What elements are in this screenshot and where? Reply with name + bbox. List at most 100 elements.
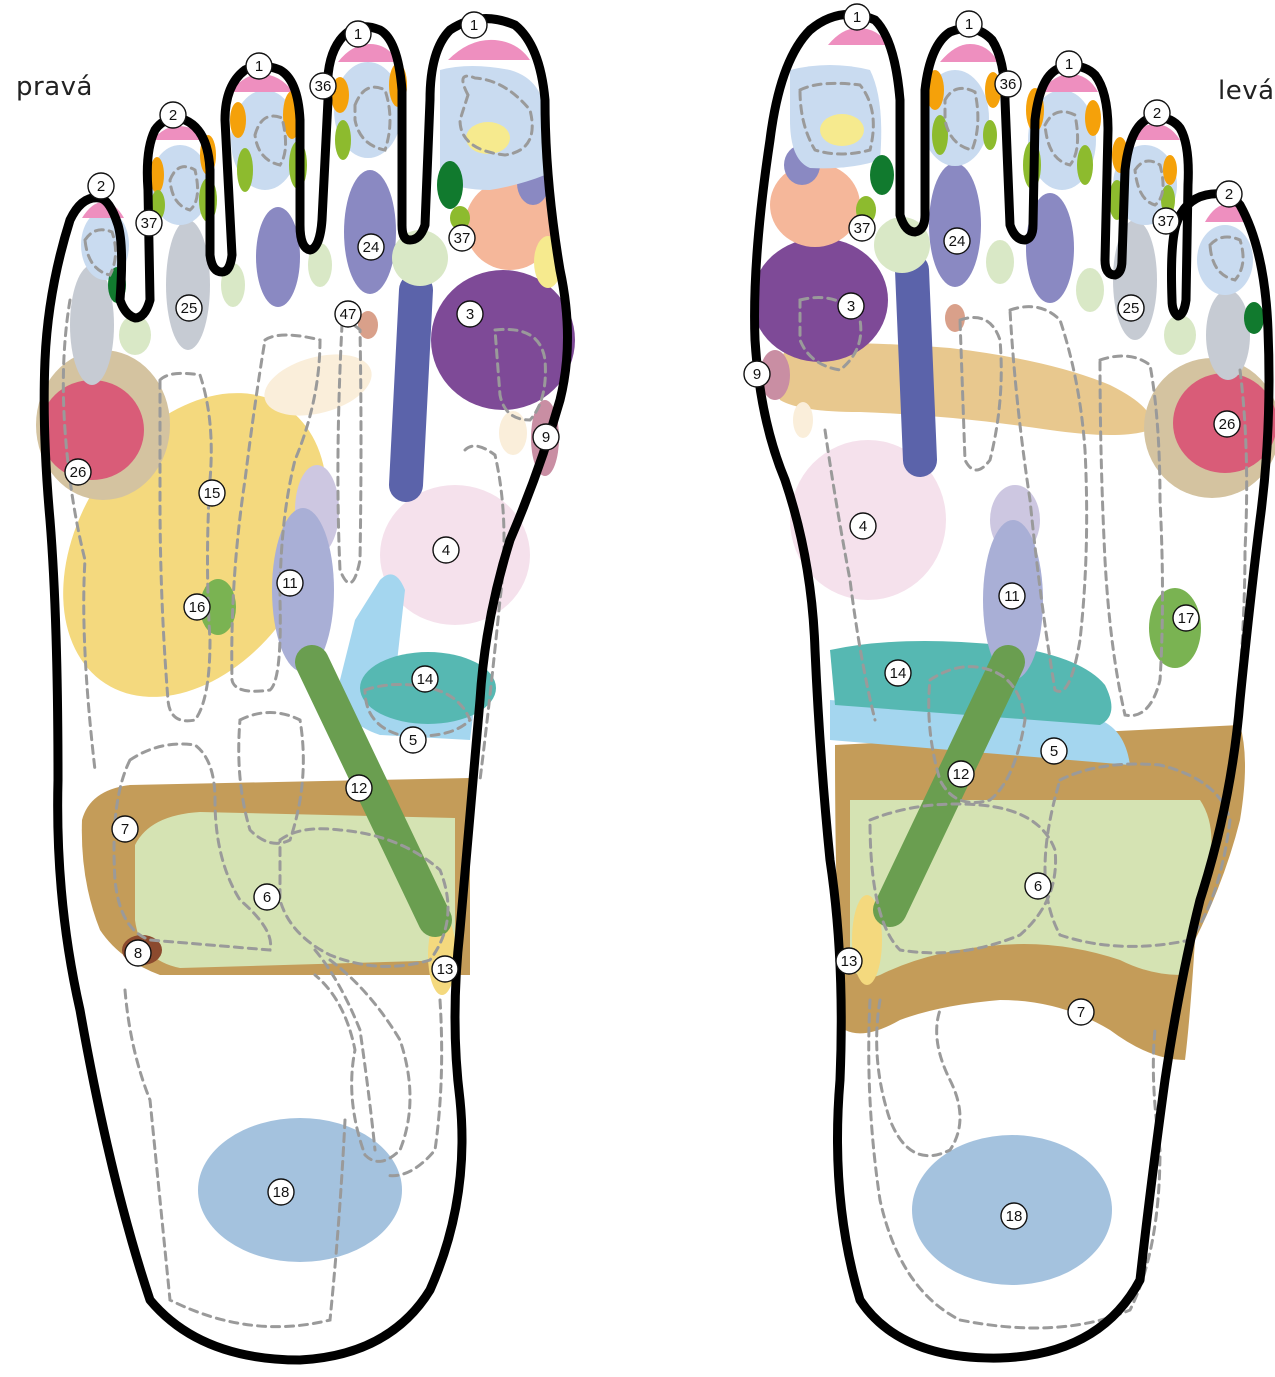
svg-text:17: 17 bbox=[1178, 610, 1195, 627]
svg-text:18: 18 bbox=[1006, 1208, 1023, 1225]
zone-4-marker: 4 bbox=[850, 513, 876, 539]
right-foot: 1 1 1 2 2 36 37 37 24 25 47 3 9 26 15 16… bbox=[9, 12, 575, 1360]
slate-toe3-base bbox=[256, 207, 300, 307]
svg-text:2: 2 bbox=[169, 107, 177, 124]
zone-13-marker: 13 bbox=[432, 956, 458, 982]
zone-25-marker: 25 bbox=[1118, 295, 1144, 321]
lime-toe3-l bbox=[237, 148, 253, 192]
svg-text:12: 12 bbox=[953, 766, 970, 783]
svg-text:6: 6 bbox=[1034, 878, 1042, 895]
zone-2-toe4-marker: 2 bbox=[1144, 100, 1170, 126]
zone-37-big-toe-marker: 37 bbox=[849, 215, 875, 241]
svg-text:9: 9 bbox=[542, 429, 550, 446]
zone-36-marker: 36 bbox=[995, 71, 1021, 97]
svg-text:14: 14 bbox=[890, 665, 907, 682]
zone-25-marker: 25 bbox=[176, 295, 202, 321]
svg-text:18: 18 bbox=[273, 1184, 290, 1201]
zone-9-marker: 9 bbox=[744, 361, 770, 387]
zone-18-marker: 18 bbox=[268, 1179, 294, 1205]
pale-green-3 bbox=[1076, 268, 1104, 312]
zone-4-marker: 4 bbox=[433, 537, 459, 563]
dark-green-toe5 bbox=[1244, 302, 1264, 334]
svg-text:11: 11 bbox=[1004, 588, 1020, 605]
svg-text:5: 5 bbox=[1050, 743, 1058, 760]
zone-2-toe5-marker: 2 bbox=[1216, 181, 1242, 207]
gray-toe5-base bbox=[70, 265, 114, 385]
zone-7-marker: 7 bbox=[112, 816, 138, 842]
cream-spot bbox=[793, 402, 813, 438]
svg-text:7: 7 bbox=[1077, 1004, 1085, 1021]
orange-toe3-l bbox=[230, 102, 246, 138]
svg-text:9: 9 bbox=[753, 366, 761, 383]
svg-text:13: 13 bbox=[437, 961, 454, 978]
zone-15-marker: 15 bbox=[199, 480, 225, 506]
zone-12-marker: 12 bbox=[948, 761, 974, 787]
zone-3-marker: 3 bbox=[457, 301, 483, 327]
svg-text:13: 13 bbox=[841, 953, 858, 970]
zone-25-area bbox=[166, 220, 210, 350]
zone-5-marker: 5 bbox=[400, 727, 426, 753]
zone-1-toe3-marker: 1 bbox=[1056, 51, 1082, 77]
zone-24-area bbox=[929, 163, 981, 287]
zone-3-marker: 3 bbox=[838, 293, 864, 319]
yellow-big-toe bbox=[820, 114, 864, 146]
zone-24-marker: 24 bbox=[358, 234, 384, 260]
svg-text:37: 37 bbox=[141, 215, 158, 232]
svg-text:5: 5 bbox=[409, 732, 417, 749]
svg-text:2: 2 bbox=[97, 178, 105, 195]
svg-text:24: 24 bbox=[949, 233, 966, 250]
zone-11-marker: 11 bbox=[999, 583, 1025, 609]
svg-text:6: 6 bbox=[263, 889, 271, 906]
orange-toe3-r bbox=[1085, 100, 1101, 136]
svg-text:11: 11 bbox=[282, 575, 298, 592]
svg-text:47: 47 bbox=[340, 306, 357, 323]
zone-13-marker: 13 bbox=[836, 948, 862, 974]
zone-1-toe3-marker: 1 bbox=[246, 53, 272, 79]
zone-6-marker: 6 bbox=[254, 884, 280, 910]
svg-text:14: 14 bbox=[417, 671, 434, 688]
zone-7-marker: 7 bbox=[1068, 999, 1094, 1025]
zone-18-marker: 18 bbox=[1001, 1203, 1027, 1229]
svg-text:1: 1 bbox=[853, 9, 861, 26]
deep-blue-bar bbox=[912, 270, 920, 460]
svg-text:4: 4 bbox=[442, 542, 450, 559]
svg-text:1: 1 bbox=[965, 16, 973, 33]
zone-26-marker: 26 bbox=[65, 459, 91, 485]
svg-text:26: 26 bbox=[70, 464, 87, 481]
left-foot: 1 1 1 2 2 36 37 37 24 25 3 9 26 4 11 17 … bbox=[744, 4, 1275, 1358]
svg-text:25: 25 bbox=[1123, 300, 1140, 317]
zone-5-marker: 5 bbox=[1041, 738, 1067, 764]
lime-toe3-r bbox=[1077, 145, 1093, 185]
zone-24-area bbox=[344, 170, 396, 294]
zone-11-marker: 11 bbox=[277, 570, 303, 596]
svg-text:26: 26 bbox=[1219, 416, 1236, 433]
svg-text:3: 3 bbox=[466, 306, 474, 323]
sinus-toe5 bbox=[1197, 225, 1253, 295]
svg-text:8: 8 bbox=[134, 945, 142, 962]
zone-26-marker: 26 bbox=[1214, 411, 1240, 437]
zone-12-marker: 12 bbox=[346, 775, 372, 801]
zone-2-toe4-marker: 2 bbox=[160, 102, 186, 128]
zone-1-toe2-marker: 1 bbox=[345, 21, 371, 47]
svg-text:36: 36 bbox=[1000, 76, 1017, 93]
svg-text:37: 37 bbox=[854, 220, 871, 237]
svg-text:36: 36 bbox=[315, 78, 332, 95]
svg-text:2: 2 bbox=[1225, 186, 1233, 203]
zone-6-marker: 6 bbox=[1025, 873, 1051, 899]
svg-text:25: 25 bbox=[181, 300, 198, 317]
gray-toe5-base bbox=[1206, 290, 1250, 380]
toe-tip-big bbox=[448, 40, 530, 60]
left-foot-label: levá bbox=[1218, 76, 1275, 106]
lime-toe2-r bbox=[983, 120, 997, 150]
svg-text:2: 2 bbox=[1153, 105, 1161, 122]
zone-37-big-toe-marker: 37 bbox=[449, 225, 475, 251]
zone-3-area bbox=[752, 238, 888, 362]
dark-green-big-toe bbox=[437, 161, 463, 209]
zone-17-marker: 17 bbox=[1173, 605, 1199, 631]
svg-text:1: 1 bbox=[255, 58, 263, 75]
zone-14-marker: 14 bbox=[885, 660, 911, 686]
zone-8-marker: 8 bbox=[125, 940, 151, 966]
svg-text:24: 24 bbox=[363, 239, 380, 256]
